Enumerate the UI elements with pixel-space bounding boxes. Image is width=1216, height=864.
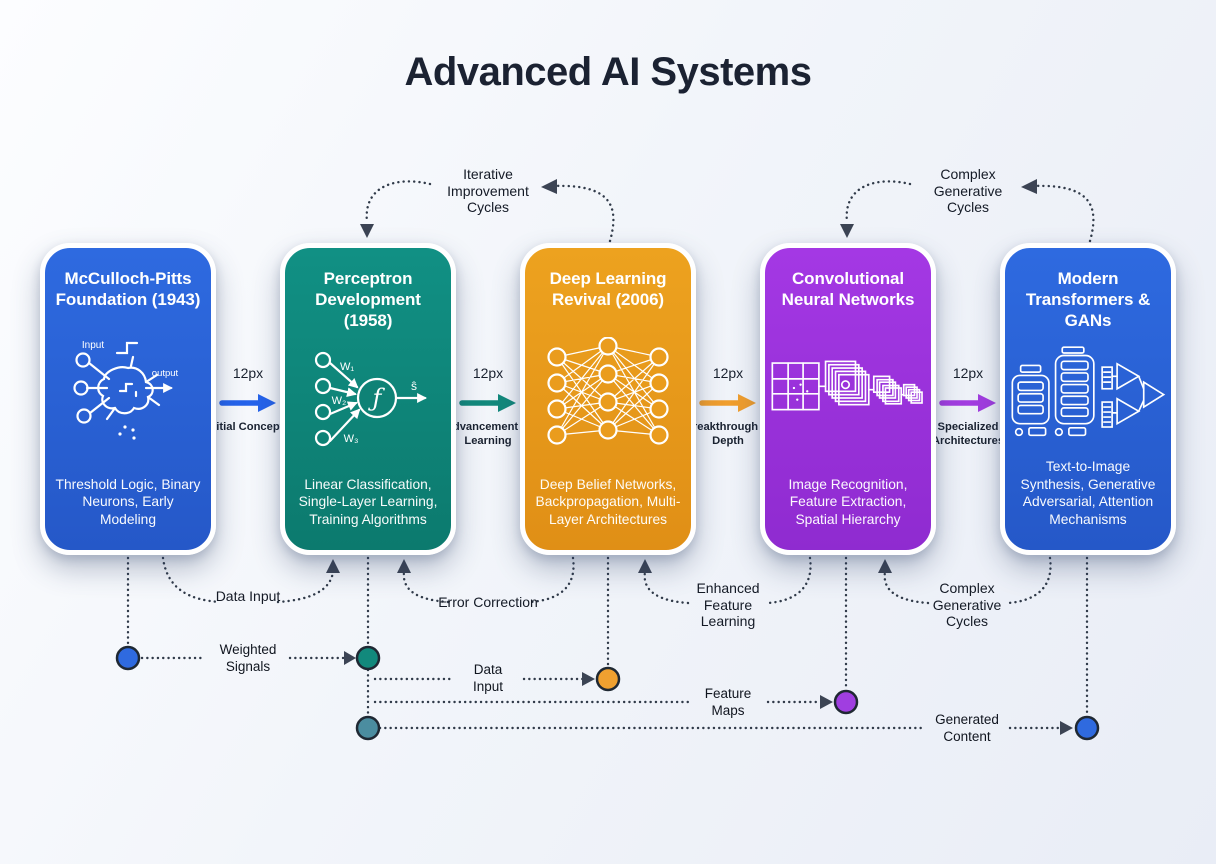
hidden-state-node xyxy=(355,715,381,741)
arrowhead-left xyxy=(541,179,557,194)
stage-arrow-caption-1: Initial Concepts xyxy=(206,421,290,433)
arrowhead-up xyxy=(397,559,411,573)
card-modern-transformers-gans: Modern Transformers & GANs Text-to-Image… xyxy=(1000,243,1176,555)
cnn-diagram-icon xyxy=(769,343,927,443)
arrowhead-right xyxy=(582,672,595,686)
signal-label-data-input: Data Input xyxy=(472,662,504,694)
feedback-label-complex-generative-bottom: Complex Generative Cycles xyxy=(932,580,1002,629)
card-title: Modern Transformers & GANs xyxy=(1025,269,1151,330)
stage-arrow-size-label-1: 12px xyxy=(232,365,264,381)
cnn-node xyxy=(833,689,859,715)
signal-label-generated-content: Generated Content xyxy=(935,712,999,744)
perceptron-diagram-icon: W₁ W₂ W₃ ƒ ŝ xyxy=(293,346,443,461)
feedback-label-error-correction: Error Correction xyxy=(438,594,538,610)
arrowhead-right xyxy=(344,651,356,665)
network-nodes xyxy=(547,336,669,445)
card-deep-learning-revival: Deep Learning Revival (2006) Deep Belief… xyxy=(520,243,696,555)
arrowhead-up xyxy=(878,559,892,573)
card-mcculloch-pitts-foundation: McCulloch-Pitts Foundation (1943) Input … xyxy=(40,243,216,555)
weight-2-label: W₂ xyxy=(332,395,347,407)
stage-arrow-size-label-2: 12px xyxy=(472,365,504,381)
stage-arrow-size-label-3: 12px xyxy=(712,365,744,381)
page-title: Advanced AI Systems xyxy=(404,50,812,94)
signal-label-feature-maps: Feature Maps xyxy=(704,686,752,718)
card-perceptron-development: Perceptron Development (1958) W₁ W₂ W₃ ƒ… xyxy=(280,243,456,555)
stage-arrow-caption-4: Specialized Architectures xyxy=(931,421,1005,447)
arrowhead-up xyxy=(326,559,340,573)
generated-output-node xyxy=(1074,715,1100,741)
deep-network-diagram-icon xyxy=(533,336,683,449)
foundation-output-node xyxy=(115,645,141,671)
card-convolutional-neural-networks: Convolutional Neural Networks Image Reco… xyxy=(760,243,936,555)
feedback-label-complex-generative-top: Complex Generative Cycles xyxy=(933,166,1003,215)
card-title: Deep Learning Revival (2006) xyxy=(549,269,667,309)
feedback-label-enhanced-feature-learning: Enhanced Feature Learning xyxy=(696,580,760,629)
card-description: Image Recognition, Feature Extraction, S… xyxy=(788,476,908,527)
input-label: Input xyxy=(82,340,104,351)
arrowhead-down xyxy=(360,224,374,238)
signal-label-weighted-signals: Weighted Signals xyxy=(219,642,277,674)
dendrite-dots xyxy=(118,425,136,440)
transformer-gan-diagram-icon xyxy=(1009,339,1167,451)
feedback-label-iterative-improvement: Iterative Improvement Cycles xyxy=(447,166,529,215)
stage-arrow-caption-3: Breakthrough in Depth xyxy=(684,421,772,447)
arrowhead-right xyxy=(1060,721,1073,735)
perceptron-node xyxy=(355,645,381,671)
deep-learning-node xyxy=(595,666,621,692)
card-description: Threshold Logic, Binary Neurons, Early M… xyxy=(55,476,201,527)
card-title: Convolutional Neural Networks xyxy=(781,269,915,309)
card-description: Linear Classification, Single-Layer Lear… xyxy=(298,476,438,527)
stage-arrow-size-label-4: 12px xyxy=(952,365,984,381)
card-title: McCulloch-Pitts Foundation (1943) xyxy=(55,269,201,309)
arrowhead-up xyxy=(638,559,652,573)
output-s-label: ŝ xyxy=(411,379,417,393)
output-label: output xyxy=(152,368,179,379)
arrowhead-down xyxy=(840,224,854,238)
weight-3-label: W₃ xyxy=(344,433,359,445)
arrowhead-right xyxy=(820,695,833,709)
arrowhead-left xyxy=(1021,179,1037,194)
grid-dots xyxy=(792,383,809,401)
neuron-diagram-icon: Input output xyxy=(53,335,203,450)
feedback-label-data-input: Data Input xyxy=(215,588,281,604)
card-description: Deep Belief Networks, Backpropagation, M… xyxy=(535,476,681,527)
weight-1-label: W₁ xyxy=(340,361,354,373)
card-title: Perceptron Development (1958) xyxy=(315,269,421,330)
card-description: Text-to-Image Synthesis, Generative Adve… xyxy=(1020,459,1156,527)
activation-function-label: ƒ xyxy=(368,384,386,412)
stage-arrow-caption-2: Advancement in Learning xyxy=(444,421,532,447)
